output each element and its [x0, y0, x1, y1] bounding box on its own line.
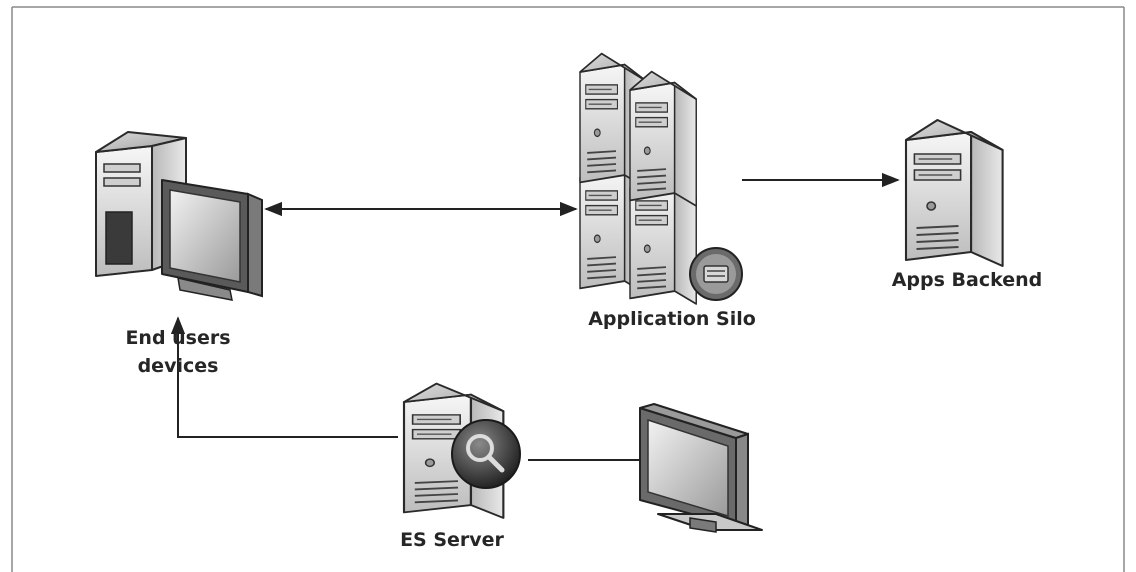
desktop-computer-icon: [95, 131, 263, 301]
frame: [11, 6, 1125, 572]
server-cluster-icon: [579, 52, 743, 305]
end-users-label-line2: devices: [138, 355, 219, 377]
end-users-label-line1: End users: [125, 327, 230, 349]
application-silo-label: Application Silo: [588, 308, 756, 330]
connector-es-users: [170, 316, 398, 438]
server-tower-icon: [904, 118, 1004, 268]
search-badge-icon: [451, 419, 521, 489]
monitor-icon: [639, 403, 763, 533]
search-server-icon: [402, 382, 521, 519]
database-badge-icon: [689, 247, 743, 301]
connectors: [170, 172, 900, 461]
es-server-label: ES Server: [400, 529, 504, 551]
apps-backend-label: Apps Backend: [892, 269, 1043, 291]
